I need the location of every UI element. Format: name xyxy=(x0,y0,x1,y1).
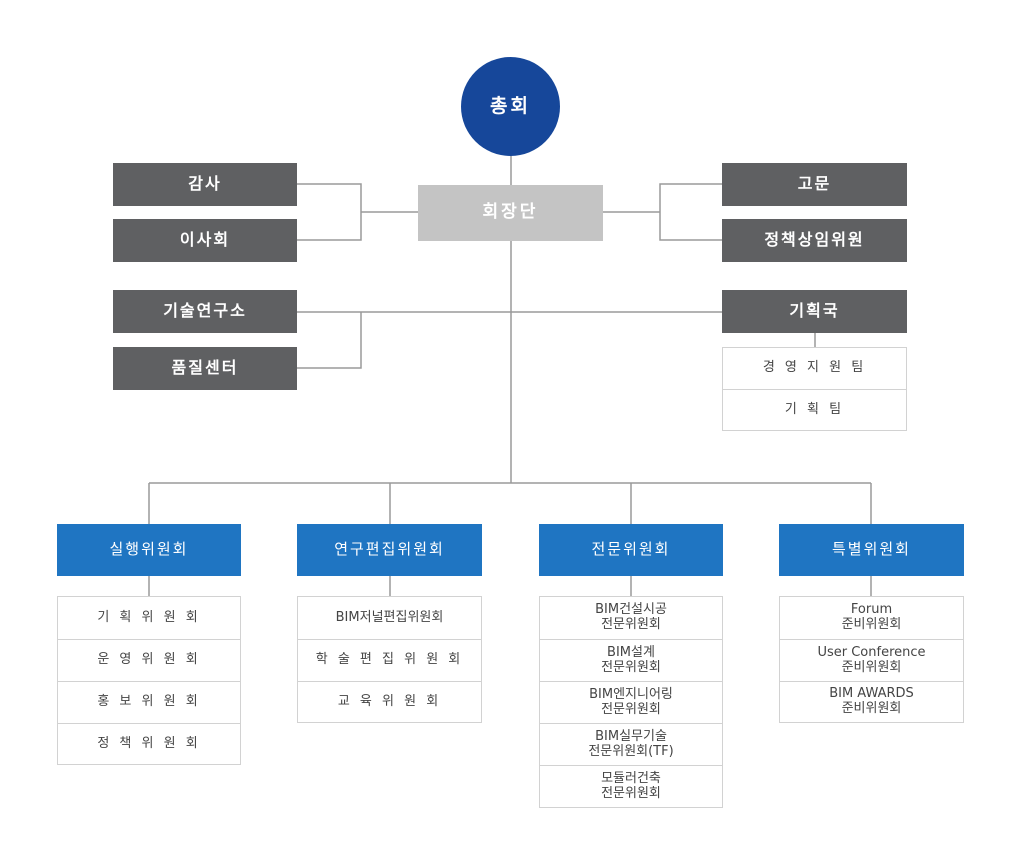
research-committee-list: BIM저널편집위원회 학 술 편 집 위 원 회 교 육 위 원 회 xyxy=(297,596,482,723)
item-line: 준비위원회 xyxy=(841,659,902,675)
presidency-node: 회장단 xyxy=(418,185,603,241)
advisor-node: 고문 xyxy=(722,163,907,206)
division-header-expert: 전문위원회 xyxy=(539,524,723,576)
general-assembly-node: 총회 xyxy=(461,57,560,156)
division-distribution xyxy=(148,482,872,524)
planning-team-list: 경 영 지 원 팀 기 획 팀 xyxy=(722,347,907,431)
list-item: BIM건설시공 전문위원회 xyxy=(540,597,722,639)
item-line: 전문위원회 xyxy=(601,617,661,632)
item-line: 전문위원회 xyxy=(601,701,661,717)
list-item: User Conference 준비위원회 xyxy=(780,639,963,681)
board-node: 이사회 xyxy=(113,219,297,262)
list-item: BIM저널편집위원회 xyxy=(335,609,444,625)
item-line: BIM실무기술 xyxy=(595,728,667,744)
right-upper-bracket xyxy=(603,183,722,241)
planning-bureau-link xyxy=(511,311,816,347)
institute-node: 기술연구소 xyxy=(113,290,297,333)
item-line: 준비위원회 xyxy=(841,701,902,716)
team-item: 기 획 팀 xyxy=(723,389,906,430)
list-item: 운 영 위 원 회 xyxy=(58,639,240,681)
list-item: BIM엔지니어링 전문위원회 xyxy=(540,681,722,723)
list-item: 교 육 위 원 회 xyxy=(298,681,481,722)
item-line: 모듈러건축 xyxy=(601,770,661,786)
team-item: 경 영 지 원 팀 xyxy=(762,360,867,376)
division-header-research: 연구편집위원회 xyxy=(297,524,482,576)
item-line: 전문위원회(TF) xyxy=(588,743,674,759)
list-item: 모듈러건축 전문위원회 xyxy=(540,765,722,807)
audit-node: 감사 xyxy=(113,163,297,206)
item-line: BIM건설시공 xyxy=(595,602,667,618)
list-item: 정 책 위 원 회 xyxy=(58,723,240,764)
list-item: 학 술 편 집 위 원 회 xyxy=(298,639,481,681)
policy-committee-node: 정책상임위원 xyxy=(722,219,907,262)
item-line: 준비위원회 xyxy=(841,617,902,632)
list-item: 기 획 위 원 회 xyxy=(97,609,201,625)
left-lower-bracket xyxy=(297,311,511,369)
list-item: Forum 준비위원회 xyxy=(780,597,963,639)
special-committee-list: Forum 준비위원회 User Conference 준비위원회 BIM AW… xyxy=(779,596,964,723)
division-header-execution: 실행위원회 xyxy=(57,524,241,576)
list-item: BIM AWARDS 준비위원회 xyxy=(780,681,963,722)
item-line: BIM엔지니어링 xyxy=(589,686,673,702)
item-line: BIM AWARDS xyxy=(829,686,914,702)
item-line: Forum xyxy=(850,602,893,618)
list-item: 홍 보 위 원 회 xyxy=(58,681,240,723)
list-item: BIM실무기술 전문위원회(TF) xyxy=(540,723,722,765)
execution-committee-list: 기 획 위 원 회 운 영 위 원 회 홍 보 위 원 회 정 책 위 원 회 xyxy=(57,596,241,765)
left-upper-bracket xyxy=(297,183,418,241)
planning-bureau-node: 기획국 xyxy=(722,290,907,333)
item-line: User Conference xyxy=(817,644,926,660)
list-item: BIM설계 전문위원회 xyxy=(540,639,722,681)
division-header-special: 특별위원회 xyxy=(779,524,964,576)
item-line: 전문위원회 xyxy=(601,785,661,801)
quality-center-node: 품질센터 xyxy=(113,347,297,390)
expert-committee-list: BIM건설시공 전문위원회 BIM설계 전문위원회 BIM엔지니어링 전문위원회… xyxy=(539,596,723,808)
item-line: 전문위원회 xyxy=(601,659,661,675)
division-list-links xyxy=(148,576,872,596)
item-line: BIM설계 xyxy=(607,644,655,660)
